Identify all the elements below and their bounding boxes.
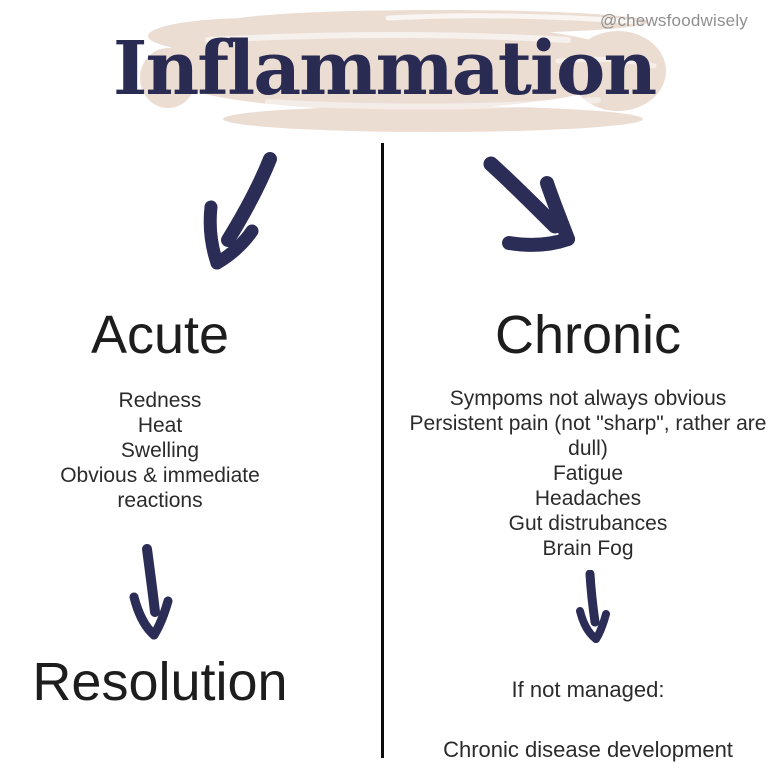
chronic-symptoms-list: Sympoms not always obvious Persistent pa… [409,387,767,560]
brush-stroke-background [140,10,666,132]
chronic-outcome-list: Chronic disease development Autoimmune d… [443,737,733,768]
chronic-outcome-block: If not managed: Chronic disease developm… [406,645,768,768]
column-divider-line [381,143,384,758]
social-handle: @chewsfoodwisely [599,11,748,30]
chronic-heading: Chronic [494,305,682,365]
acute-heading: Acute [90,305,230,365]
chronic-outcome-arrow-down-icon [576,570,610,643]
arrow-down-left-icon [203,152,277,270]
acute-outcome-heading: Resolution [32,652,288,712]
chronic-outcome-heading: If not managed: [511,677,665,702]
arrow-down-right-icon [483,156,575,252]
acute-symptoms-list: Redness Heat Swelling Obvious & immediat… [60,389,260,512]
acute-outcome-arrow-down-icon [129,544,173,640]
page-title: Inflammation [112,26,657,112]
